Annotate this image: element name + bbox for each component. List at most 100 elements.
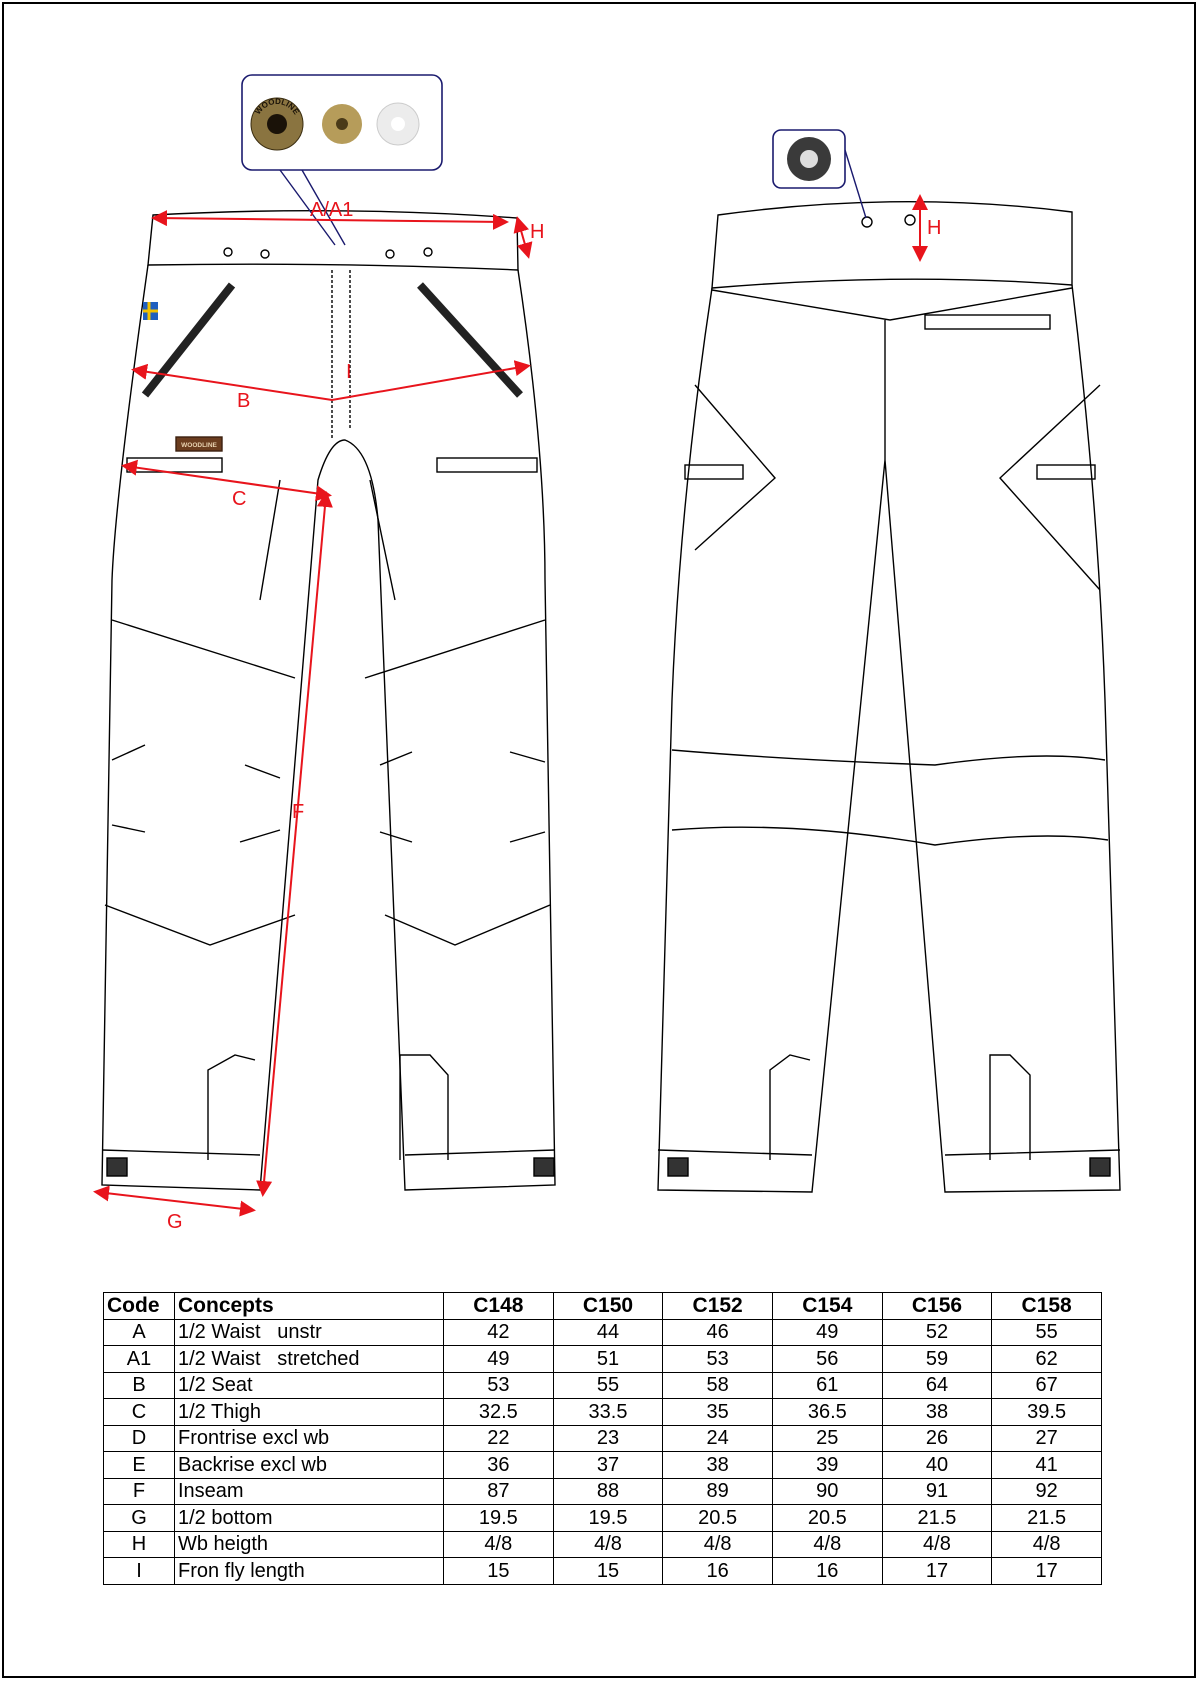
concept-cell: 1/2 Seat (174, 1371, 444, 1399)
value-cell: 4/8 (771, 1530, 883, 1558)
value-cell: 25 (771, 1424, 883, 1452)
value-cell: 59 (881, 1345, 993, 1373)
value-cell: 20.5 (771, 1504, 883, 1532)
value-cell: 40 (881, 1451, 993, 1479)
brand-patch (175, 436, 223, 452)
column-header: C152 (662, 1292, 773, 1320)
label-seat: B (237, 390, 250, 412)
code-cell: A1 (103, 1345, 175, 1373)
value-cell: 35 (662, 1398, 773, 1426)
value-cell: 22 (443, 1424, 554, 1452)
value-cell: 37 (552, 1451, 664, 1479)
value-cell: 39 (771, 1451, 883, 1479)
value-cell: 49 (771, 1318, 883, 1346)
label-thigh: C (232, 488, 246, 510)
value-cell: 33.5 (552, 1398, 664, 1426)
back-view (657, 201, 1121, 1193)
column-header: C158 (991, 1292, 1102, 1320)
value-cell: 87 (443, 1477, 554, 1505)
value-cell: 58 (662, 1371, 773, 1399)
value-cell: 21.5 (881, 1504, 993, 1532)
value-cell: 91 (881, 1477, 993, 1505)
value-cell: 64 (881, 1371, 993, 1399)
value-cell: 53 (662, 1345, 773, 1373)
value-cell: 41 (991, 1451, 1102, 1479)
label-bottom: G (167, 1211, 183, 1233)
value-cell: 17 (991, 1557, 1102, 1585)
value-cell: 51 (552, 1345, 664, 1373)
value-cell: 56 (771, 1345, 883, 1373)
value-cell: 19.5 (552, 1504, 664, 1532)
concept-cell: Wb heigth (174, 1530, 444, 1558)
concept-cell: Frontrise excl wb (174, 1424, 444, 1452)
concept-cell: Backrise excl wb (174, 1451, 444, 1479)
value-cell: 15 (552, 1557, 664, 1585)
value-cell: 4/8 (662, 1530, 773, 1558)
value-cell: 23 (552, 1424, 664, 1452)
value-cell: 92 (991, 1477, 1102, 1505)
value-cell: 39.5 (991, 1398, 1102, 1426)
concept-cell: 1/2 Thigh (174, 1398, 444, 1426)
value-cell: 38 (881, 1398, 993, 1426)
value-cell: 38 (662, 1451, 773, 1479)
concept-cell: Inseam (174, 1477, 444, 1505)
column-header: Code (103, 1292, 175, 1320)
value-cell: 88 (552, 1477, 664, 1505)
code-cell: H (103, 1530, 175, 1558)
value-cell: 26 (881, 1424, 993, 1452)
value-cell: 62 (991, 1345, 1102, 1373)
value-cell: 90 (771, 1477, 883, 1505)
concept-cell: 1/2 bottom (174, 1504, 444, 1532)
value-cell: 20.5 (662, 1504, 773, 1532)
value-cell: 16 (771, 1557, 883, 1585)
label-waist: A/A1 (310, 199, 353, 221)
column-header: C156 (881, 1292, 993, 1320)
value-cell: 55 (552, 1371, 664, 1399)
value-cell: 53 (443, 1371, 554, 1399)
code-cell: B (103, 1371, 175, 1399)
value-cell: 36 (443, 1451, 554, 1479)
value-cell: 17 (881, 1557, 993, 1585)
patch-brand-text: WOODLINE (181, 442, 217, 449)
trim-buttons (250, 97, 831, 181)
value-cell: 21.5 (991, 1504, 1102, 1532)
code-cell: D (103, 1424, 175, 1452)
value-cell: 61 (771, 1371, 883, 1399)
concept-cell: Fron fly length (174, 1557, 444, 1585)
value-cell: 42 (443, 1318, 554, 1346)
value-cell: 67 (991, 1371, 1102, 1399)
front-view (101, 209, 556, 1191)
code-cell: C (103, 1398, 175, 1426)
column-header: C148 (443, 1292, 554, 1320)
code-cell: G (103, 1504, 175, 1532)
code-cell: I (103, 1557, 175, 1585)
value-cell: 15 (443, 1557, 554, 1585)
value-cell: 46 (662, 1318, 773, 1346)
value-cell: 52 (881, 1318, 993, 1346)
label-inseam: F (292, 801, 304, 823)
code-cell: A (103, 1318, 175, 1346)
value-cell: 4/8 (991, 1530, 1102, 1558)
value-cell: 32.5 (443, 1398, 554, 1426)
value-cell: 4/8 (552, 1530, 664, 1558)
concept-cell: 1/2 Waist stretched (174, 1345, 444, 1373)
value-cell: 19.5 (443, 1504, 554, 1532)
value-cell: 89 (662, 1477, 773, 1505)
label-fly: I (346, 361, 352, 383)
value-cell: 27 (991, 1424, 1102, 1452)
column-header: Concepts (174, 1292, 444, 1320)
value-cell: 24 (662, 1424, 773, 1452)
